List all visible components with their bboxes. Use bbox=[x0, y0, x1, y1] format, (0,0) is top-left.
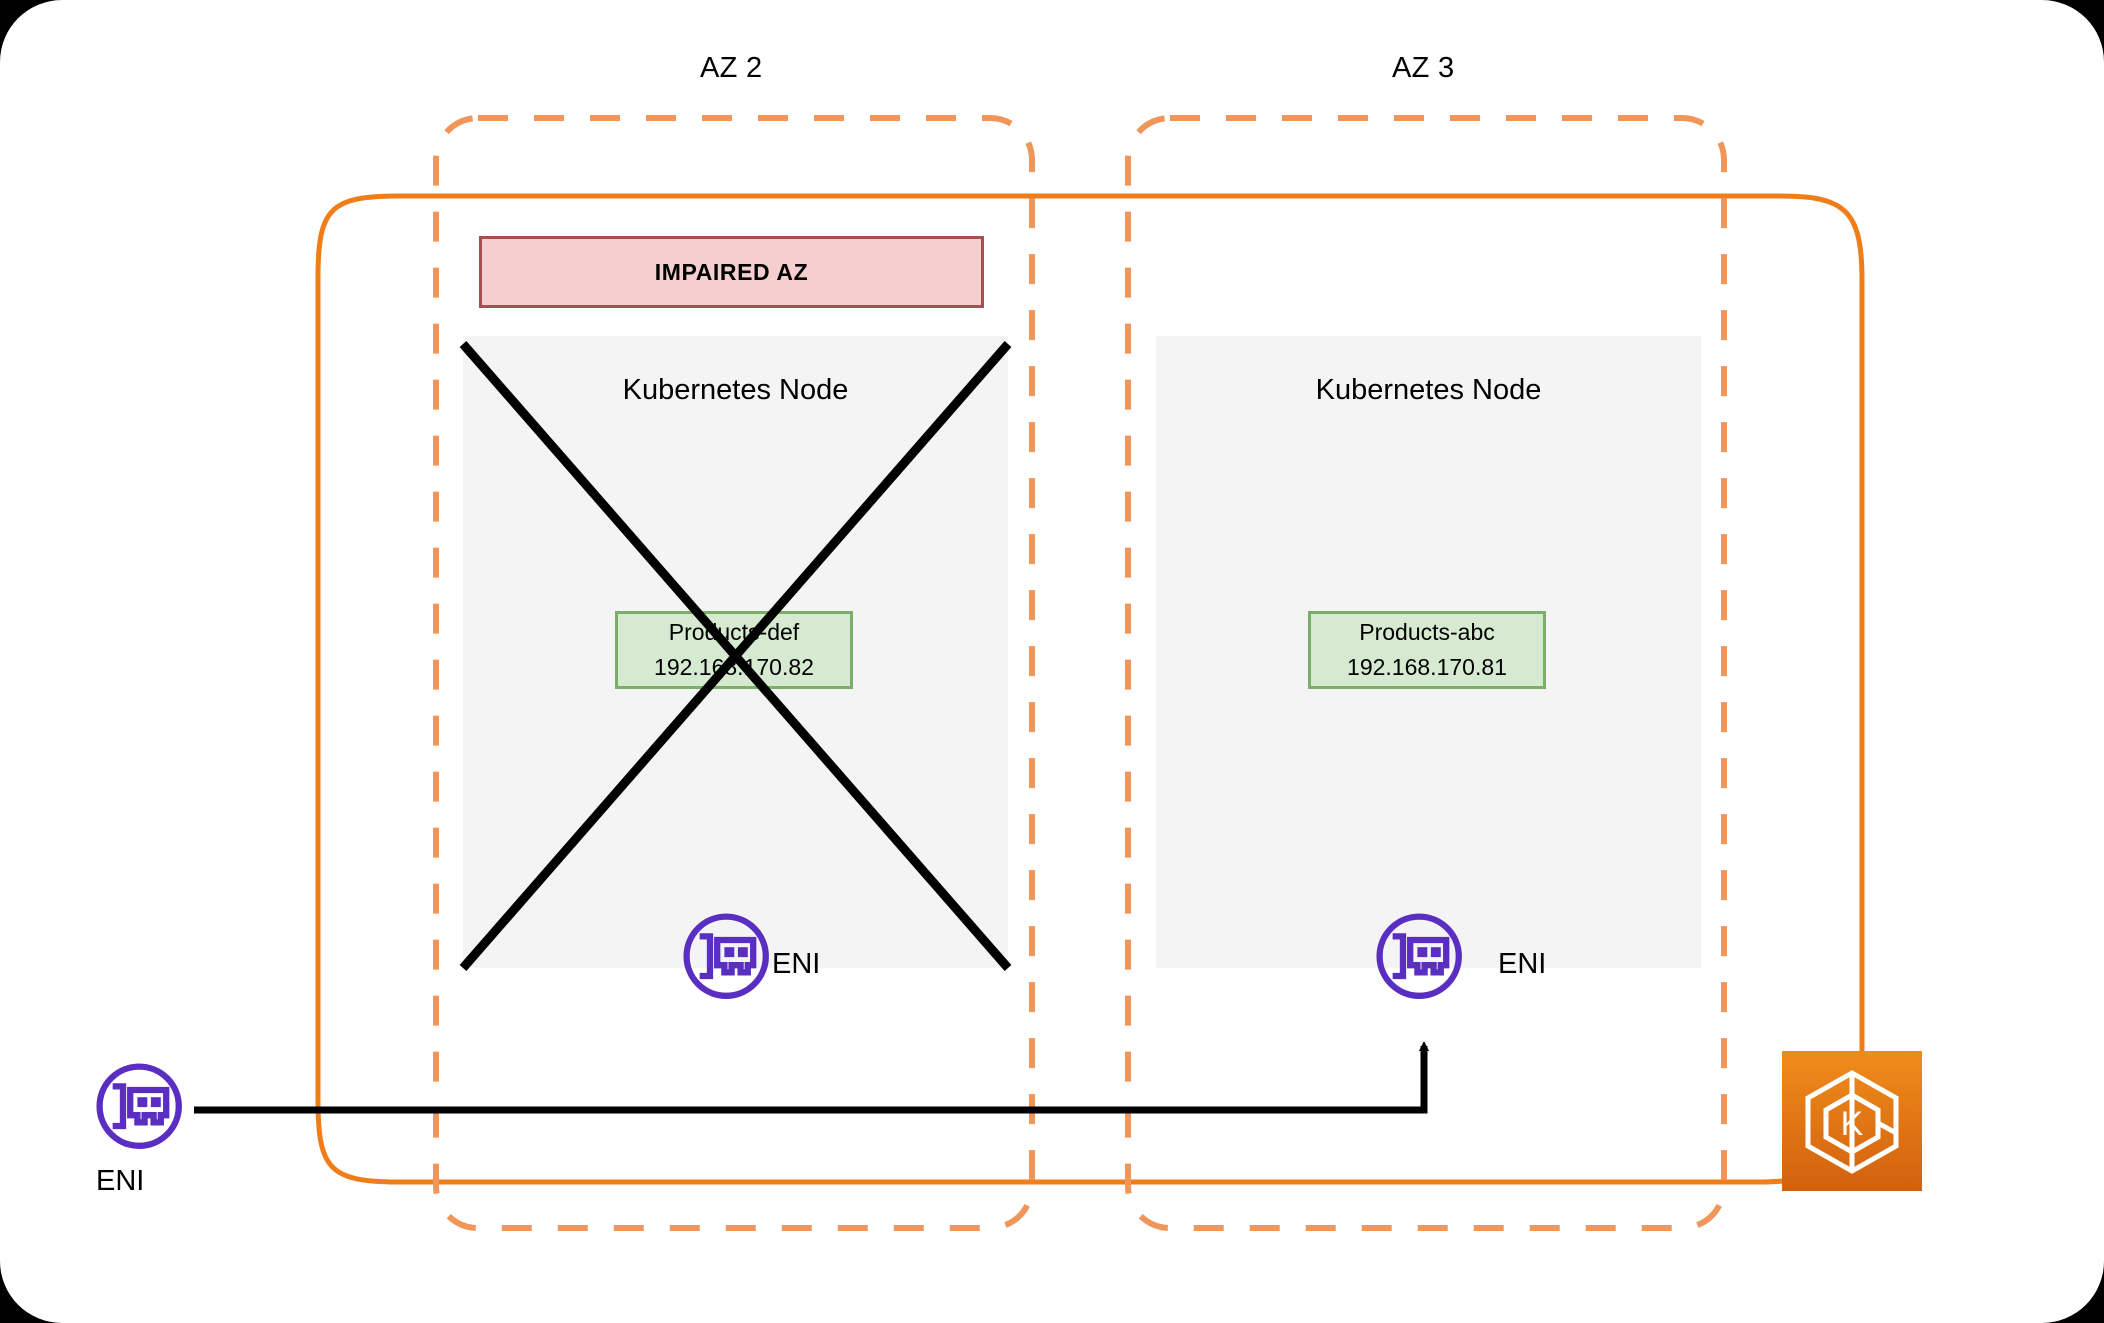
eni-icon-az3[interactable] bbox=[1376, 913, 1462, 999]
eni-icon-external[interactable] bbox=[96, 1063, 182, 1149]
eni-label-group-external: ENI bbox=[96, 1165, 144, 1198]
impaired-az-label: IMPAIRED AZ bbox=[654, 258, 809, 285]
az-label-az2: AZ 2 bbox=[700, 52, 763, 84]
pod-name-products-abc: Products-abc bbox=[1359, 619, 1495, 646]
kubernetes-node-title-az2: Kubernetes Node bbox=[622, 374, 849, 406]
eni-label-external: ENI bbox=[96, 1165, 145, 1197]
eni-label-group-az2: ENI bbox=[760, 948, 820, 981]
pod-name-products-def: Products-def bbox=[668, 619, 800, 646]
pod-box-products-abc[interactable]: Products-abc 192.168.170.81 bbox=[1308, 611, 1546, 689]
az-label-az3: AZ 3 bbox=[1392, 52, 1455, 84]
eks-network-path-outer bbox=[315, 193, 1833, 1185]
pod-ip-products-abc: 192.168.170.81 bbox=[1347, 654, 1507, 680]
eni-label-group-az3: ENI bbox=[1486, 948, 1546, 981]
eks-kubernetes-logo-icon[interactable]: K bbox=[1782, 1051, 1922, 1191]
az2-zone-border bbox=[433, 115, 1035, 1231]
eni-label-az2: ENI bbox=[772, 948, 821, 980]
kubernetes-node-title-az3: Kubernetes Node bbox=[1315, 374, 1542, 406]
eni-label-az3: ENI bbox=[1498, 948, 1547, 980]
az3-zone-border bbox=[1125, 115, 1727, 1231]
impaired-node-cross bbox=[459, 341, 1012, 971]
svg-text:K: K bbox=[1841, 1105, 1864, 1143]
impaired-az-banner: IMPAIRED AZ bbox=[479, 236, 984, 308]
eni-connector-line bbox=[194, 1041, 1429, 1114]
eni-icon-az2[interactable] bbox=[683, 913, 769, 999]
eks-network-path-right bbox=[1777, 193, 1865, 1148]
